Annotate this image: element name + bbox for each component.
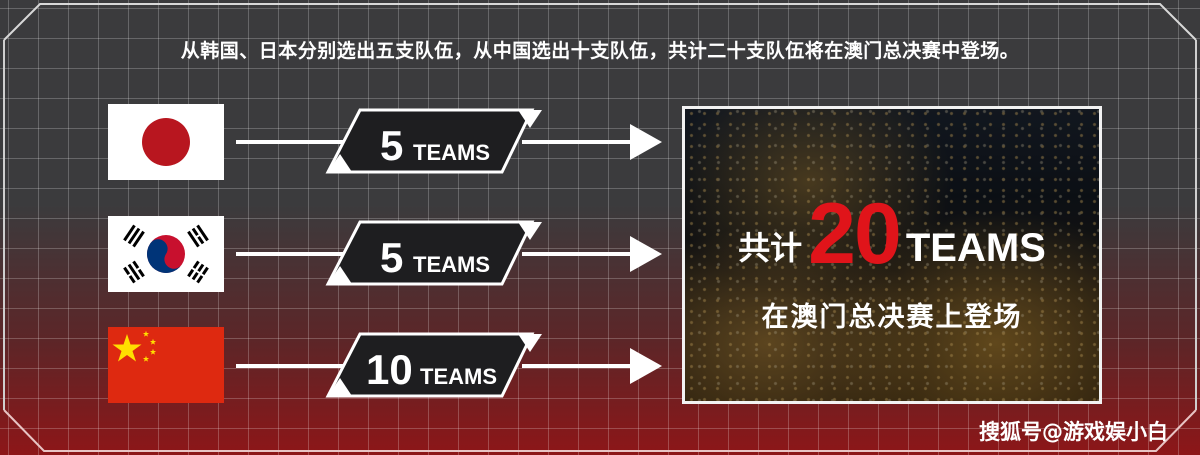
arrow-line-right (522, 140, 642, 144)
korea-arrow-row: 5 TEAMS (236, 220, 662, 286)
frame-bottom-line (60, 450, 1140, 452)
arrow-head-icon (630, 348, 662, 384)
china-arrow-row: 10 TEAMS (236, 332, 662, 398)
arrow-line-left (236, 364, 358, 368)
source-watermark: 搜狐号@游戏娱小白 (979, 420, 1168, 444)
team-count-unit: TEAMS (413, 252, 490, 277)
arrow-head-icon (630, 236, 662, 272)
team-count-badge (325, 108, 535, 174)
total-teams-line: 共计 20 TEAMS (685, 187, 1099, 277)
team-count-number: 10 (366, 346, 413, 393)
team-count-unit: TEAMS (420, 364, 497, 389)
arrow-line-left (236, 140, 358, 144)
arrow-line-left (236, 252, 358, 256)
team-count-badge (325, 332, 535, 398)
total-prefix: 共计 (738, 229, 803, 267)
team-count-number: 5 (380, 122, 403, 169)
total-number: 20 (808, 186, 902, 282)
south-korea-flag-icon (108, 216, 224, 292)
macau-city-night-image (685, 109, 1099, 401)
team-count-badge (325, 220, 535, 286)
arrow-head-icon (630, 124, 662, 160)
china-flag-icon (108, 327, 224, 403)
team-count-number: 5 (380, 234, 403, 281)
japan-flag-icon (108, 104, 224, 180)
macau-result-panel: 共计 20 TEAMS 在澳门总决赛上登场 (682, 106, 1102, 404)
finals-subtitle: 在澳门总决赛上登场 (761, 302, 1023, 333)
headline-text: 从韩国、日本分别选出五支队伍，从中国选出十支队伍，共计二十支队伍将在澳门总决赛中… (180, 40, 1020, 62)
team-count-unit: TEAMS (413, 140, 490, 165)
frame-top-line (60, 3, 1140, 5)
japan-arrow-row: 5 TEAMS (236, 108, 662, 174)
frame-right-line (1195, 40, 1197, 410)
arrow-line-right (522, 364, 642, 368)
arrow-line-right (522, 252, 642, 256)
frame-left-line (3, 40, 5, 410)
total-unit: TEAMS (905, 226, 1046, 270)
